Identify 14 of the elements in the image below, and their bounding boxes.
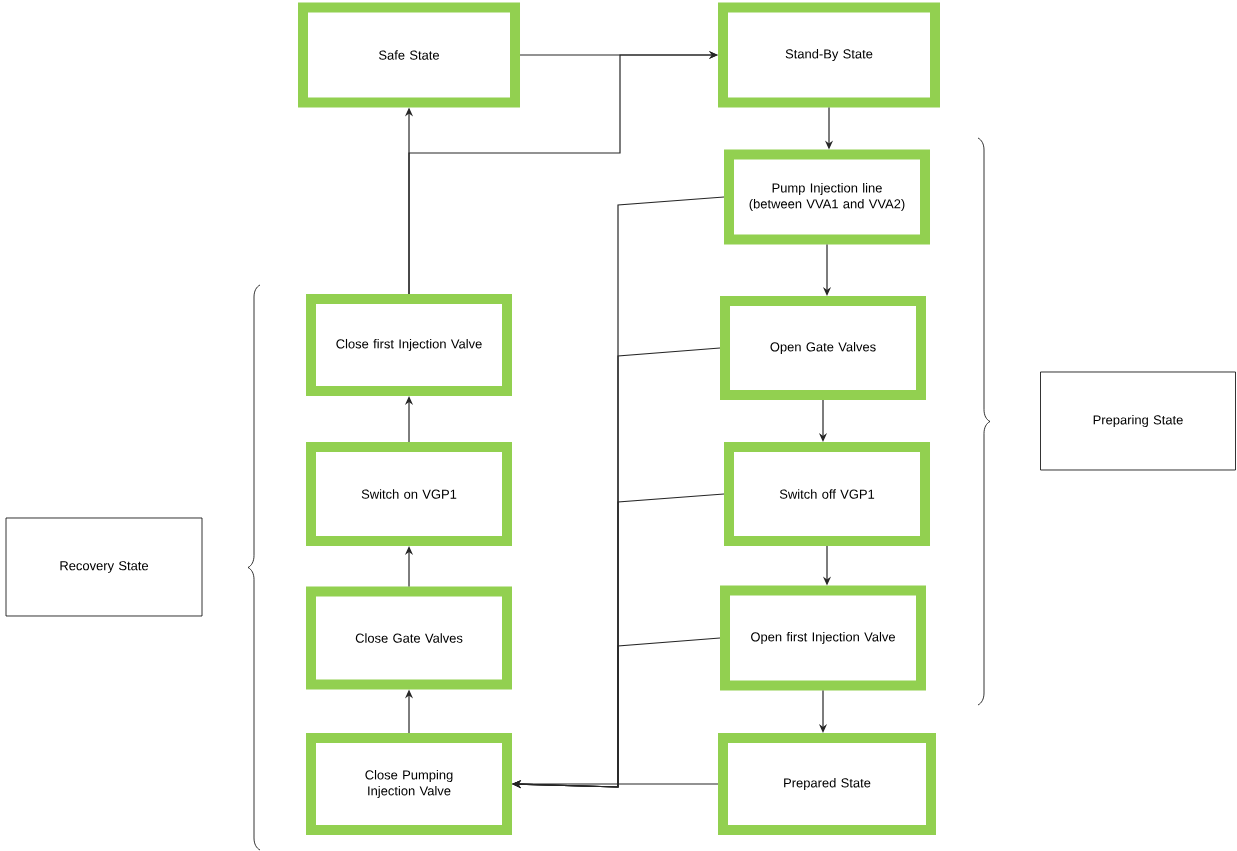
state-box: Switch on VGP1: [306, 442, 512, 546]
state-box: Prepared State: [718, 733, 936, 835]
group-label-box: Preparing State: [1040, 371, 1236, 471]
state-box: Pump Injection line (between VVA1 and VVA2): [724, 149, 930, 245]
state-box: Stand-By State: [718, 2, 940, 108]
state-box: Close Pumping Injection Valve: [306, 733, 512, 835]
state-box: Close first Injection Valve: [306, 294, 512, 396]
state-box: Close Gate Valves: [306, 586, 512, 690]
state-box: Open first Injection Valve: [720, 585, 926, 691]
state-box: Switch off VGP1: [724, 442, 930, 546]
arrow: [408, 50, 718, 295]
state-box: Safe State: [298, 2, 520, 108]
state-box: Open Gate Valves: [720, 296, 926, 400]
group-label-box: Recovery State: [5, 517, 203, 617]
